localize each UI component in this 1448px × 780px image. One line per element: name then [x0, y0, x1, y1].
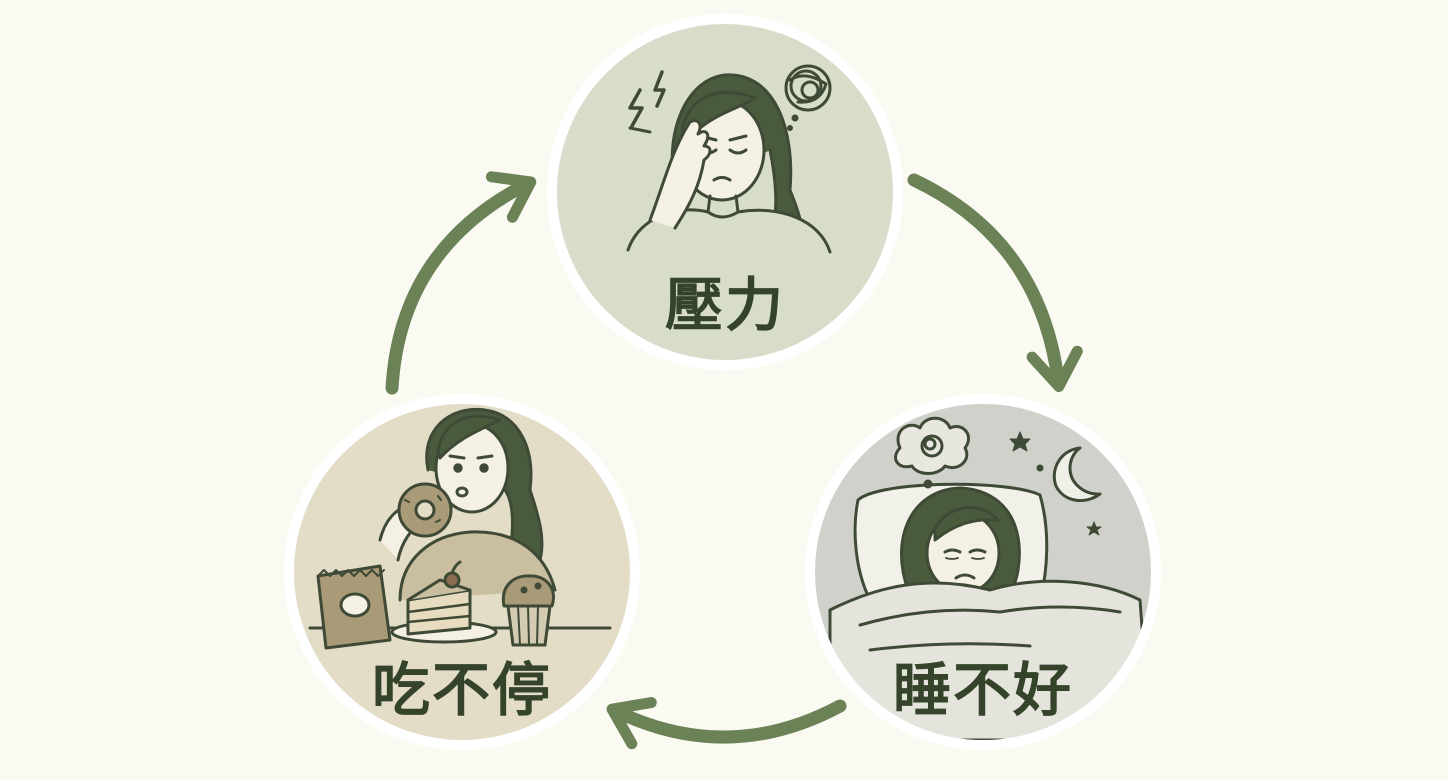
- arrow-overeating-to-stress: [385, 171, 537, 395]
- star-icon: [1009, 431, 1031, 452]
- donut-icon: [397, 482, 453, 538]
- node-overeating: 吃不停: [284, 394, 640, 750]
- moon-icon: [1052, 446, 1102, 503]
- worry-thought-icon: [894, 416, 971, 489]
- eating-woman-icon: [308, 407, 612, 650]
- node-poor-sleep: 睡不好: [805, 394, 1161, 750]
- node-overeating-label: 吃不停: [372, 656, 552, 724]
- stress-scribble-icon: [784, 64, 832, 131]
- sleepless-woman-icon: [828, 416, 1151, 740]
- star-icon: [1086, 521, 1102, 536]
- arrow-poor-sleep-to-overeating: [606, 697, 847, 750]
- chip-bag-icon: [316, 564, 392, 650]
- arrow-stress-to-poor-sleep: [907, 173, 1083, 392]
- headache-woman-icon: [626, 64, 832, 254]
- star-icon: [1036, 464, 1044, 472]
- cake-slice-icon: [390, 560, 498, 644]
- node-stress: 壓力: [547, 14, 903, 370]
- node-stress-label: 壓力: [665, 271, 785, 339]
- node-poor-sleep-label: 睡不好: [893, 656, 1073, 724]
- muffin-icon: [501, 574, 555, 647]
